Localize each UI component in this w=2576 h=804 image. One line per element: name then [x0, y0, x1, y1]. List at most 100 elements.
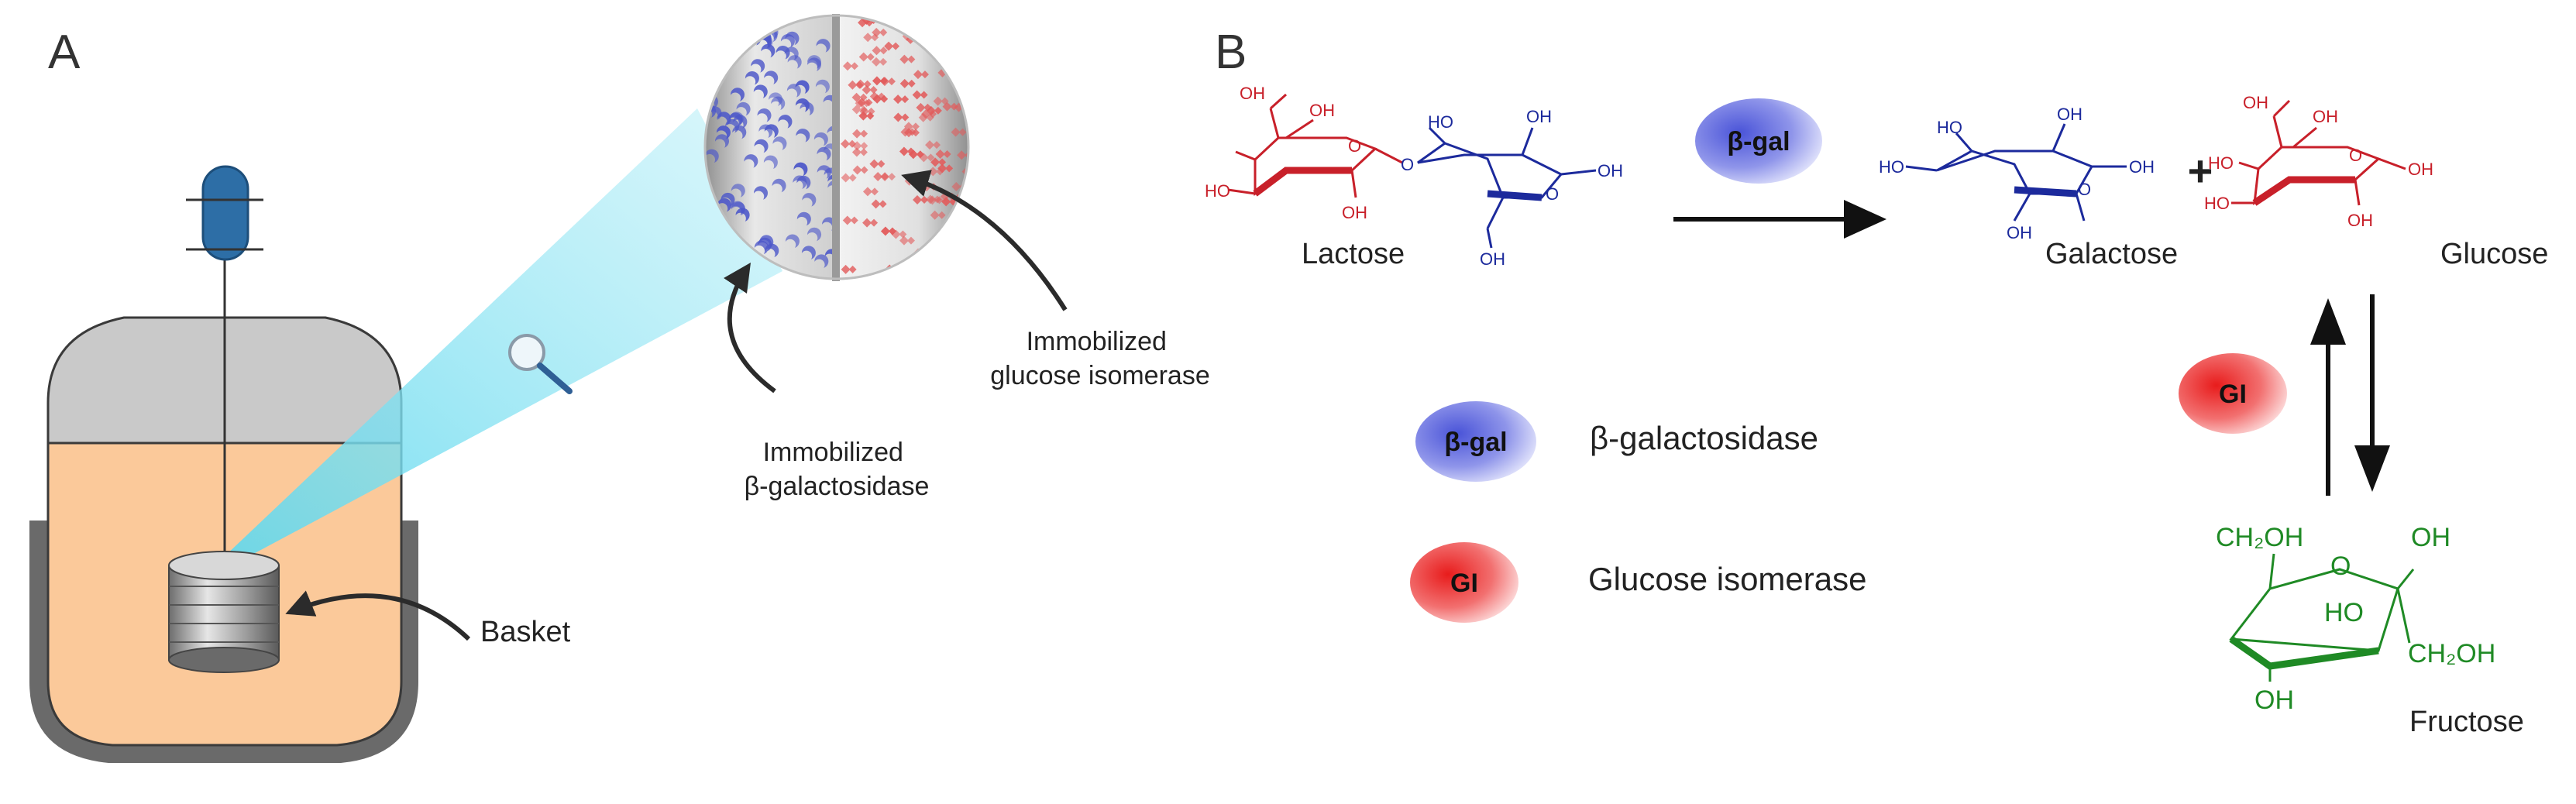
gi-particle: [880, 226, 896, 236]
reactor-jacket: [29, 521, 418, 763]
glucose-structure: O OH OH HO HO OH OH: [2204, 93, 2433, 230]
bgal-particle: [717, 112, 731, 125]
fructose-structure: CH₂OH OH O HO CH₂OH OH: [2216, 523, 2495, 715]
bgal-particle: [827, 174, 834, 188]
galactose-ho-2: HO: [1879, 157, 1904, 177]
bgal-particle: [796, 129, 810, 143]
lactose-glucose-unit: [1417, 126, 1597, 249]
lactose-oh-4: OH: [1526, 107, 1552, 126]
bgal-particle: [736, 101, 751, 116]
bgal-particle: [800, 101, 814, 116]
fructose-ch2oh-right: CH₂OH: [2408, 639, 2495, 668]
gi-particle: [852, 165, 868, 175]
gi-particle: [862, 218, 879, 228]
legend-bgal-badge-text: β-gal: [1444, 428, 1507, 457]
gi-particle: [841, 173, 857, 183]
lactose-glc-ring-o: O: [1546, 184, 1559, 204]
isomerization-arrows: [2310, 294, 2390, 496]
bgal-particle: [711, 17, 726, 31]
lactose-oh-6: OH: [1480, 249, 1505, 269]
gi-badge-equilibrium-text: GI: [2219, 380, 2247, 409]
glucose-oh-3: OH: [2347, 211, 2373, 230]
galactose-oh-2: OH: [2129, 157, 2155, 177]
fructose-oh-bottom: OH: [2254, 685, 2294, 715]
gi-particle: [893, 94, 910, 105]
bgal-particle: [743, 19, 758, 33]
panel-b-label: B: [1215, 26, 1247, 79]
lactose-structure: O OH OH HO OH O O HO OH OH OH: [1205, 84, 1623, 269]
galactose-oh-1: OH: [2057, 105, 2082, 124]
bgal-particle: [801, 246, 816, 259]
gi-particle: [862, 84, 878, 94]
glucose-oh-4: OH: [2408, 160, 2433, 179]
gi-particle: [968, 19, 984, 28]
lactose-ho-2: HO: [1428, 112, 1453, 132]
bgal-particle: [824, 249, 834, 263]
bgal-particle: [793, 175, 807, 189]
legend-gi-badge-text: GI: [1450, 569, 1478, 598]
gi-particle: [930, 210, 946, 220]
glucose-oh-1: OH: [2243, 93, 2268, 112]
bgal-callout-line2: β-galactosidase: [745, 472, 930, 501]
gi-particle: [968, 232, 983, 241]
bgal-particle: [769, 92, 783, 106]
basket: [168, 551, 280, 673]
gi-particle: [951, 127, 967, 137]
gi-badge-equilibrium: [2179, 353, 2287, 434]
bgal-particle: [780, 34, 795, 48]
gi-particle: [930, 157, 947, 167]
gi-particle: [937, 251, 953, 261]
bgal-particle: [764, 70, 779, 84]
gi-particle: [964, 242, 968, 253]
bgal-particle: [795, 98, 810, 112]
gi-particle: [913, 194, 929, 204]
gi-particle: [899, 146, 915, 156]
bgal-particle: [763, 155, 778, 170]
legend-bgal-text: β-galactosidase: [1590, 420, 1818, 456]
fructose-oh-top: OH: [2411, 523, 2450, 552]
gi-particle: [862, 187, 879, 197]
gi-particle: [872, 94, 889, 104]
gi-callout-line2: glucose isomerase: [990, 361, 1209, 390]
bgal-particle: [787, 55, 802, 69]
lactose-label: Lactose: [1302, 238, 1405, 270]
galactose-ring-o: O: [2078, 180, 2091, 199]
bgal-particle: [816, 39, 831, 53]
bgal-particle: [772, 178, 786, 193]
legend-bgal-badge: [1415, 401, 1536, 482]
gi-particle: [863, 33, 879, 43]
gi-callout-line1: Immobilized: [1027, 327, 1167, 356]
gi-particle: [961, 92, 968, 102]
bgal-particle: [827, 180, 834, 194]
gi-particle: [871, 199, 887, 209]
gi-particle: [899, 78, 916, 88]
gi-particle: [841, 139, 857, 149]
gi-particle: [926, 260, 942, 270]
bgal-particle: [807, 227, 822, 242]
fructose-label: Fructose: [2409, 706, 2524, 738]
bgal-particle: [754, 139, 769, 153]
bgal-particle: [705, 149, 719, 163]
bgal-particle: [778, 115, 793, 129]
bgal-particle: [740, 19, 755, 33]
legend-gi-text: Glucose isomerase: [1588, 561, 1866, 597]
plus-sign: +: [2188, 146, 2213, 195]
bgal-particle: [754, 186, 769, 200]
glucose-ho-1: HO: [2208, 153, 2234, 173]
bgal-particle: [817, 146, 831, 161]
gi-particle: [912, 90, 928, 100]
bgal-particle: [815, 79, 830, 94]
bgal-particle: [785, 234, 800, 248]
fructose-ring-o: O: [2330, 551, 2351, 581]
bgal-particle: [807, 57, 821, 71]
bgal-badge-text: β-gal: [1727, 127, 1790, 156]
lactose-galactose-unit: [1227, 93, 1403, 198]
enzyme-legend: β-gal β-galactosidase GI Glucose isomera…: [1410, 401, 1866, 623]
gi-particle: [893, 112, 910, 122]
bgal-particle: [776, 46, 790, 60]
bgal-particle: [751, 59, 765, 73]
legend-gi-badge: [1410, 542, 1518, 623]
bgal-particle: [729, 112, 744, 125]
bgal-particle: [731, 184, 745, 198]
gi-callout-arrow: [901, 170, 1068, 311]
